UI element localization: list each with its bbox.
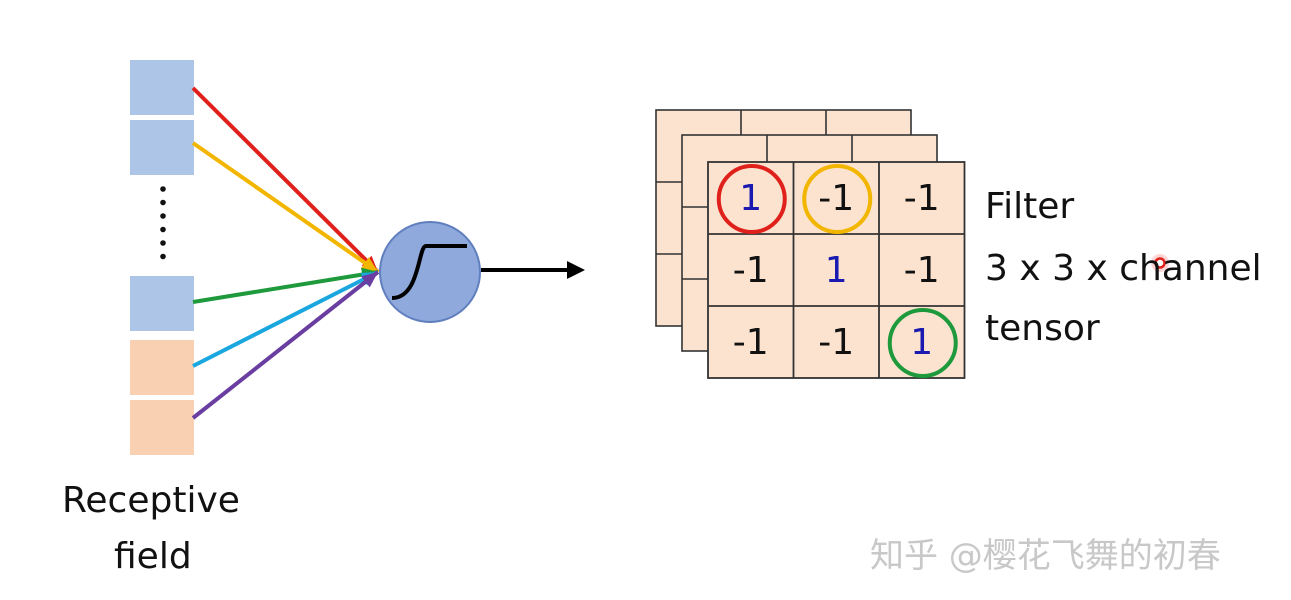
connection-line bbox=[191, 270, 380, 420]
front-layer bbox=[707, 161, 966, 379]
receptive-field bbox=[130, 60, 194, 455]
filter-label-line2: 3 x 3 x channel bbox=[985, 248, 1262, 289]
receptive-field-square bbox=[130, 340, 194, 395]
connection-line bbox=[192, 270, 379, 304]
receptive-field-square bbox=[130, 120, 194, 175]
ellipsis-dot bbox=[160, 213, 166, 219]
filter-cell-value: 1 bbox=[739, 178, 762, 219]
receptive-field-square bbox=[130, 400, 194, 455]
filter-cell-value: -1 bbox=[818, 178, 854, 219]
filter-label-line3: tensor bbox=[985, 308, 1100, 349]
filter-tensor: 1 -1 -1 -1 1 -1 -1 -1 1 bbox=[655, 109, 1169, 379]
receptive-field-label-line1: Receptive bbox=[62, 480, 240, 521]
filter-cell-value: -1 bbox=[818, 322, 854, 363]
connection-arrowhead bbox=[360, 257, 378, 272]
neuron-circle bbox=[379, 221, 481, 323]
receptive-field-label-line2: field bbox=[114, 536, 192, 577]
highlight-circle bbox=[802, 164, 873, 234]
connection-lines bbox=[191, 86, 380, 420]
output-arrowhead bbox=[567, 261, 585, 279]
filter-label-line1: Filter bbox=[985, 186, 1075, 227]
highlight-circle bbox=[716, 164, 787, 234]
filter-cell-value: 1 bbox=[825, 250, 848, 291]
connection-arrowhead bbox=[361, 272, 378, 288]
filter-cell-value: -1 bbox=[904, 178, 940, 219]
neuron bbox=[379, 221, 585, 323]
connection-line bbox=[191, 86, 380, 274]
ellipsis-dot bbox=[160, 226, 166, 233]
ellipsis-dot bbox=[160, 240, 166, 246]
sigmoid-icon bbox=[391, 244, 467, 300]
connection-line bbox=[191, 141, 380, 274]
watermark: 知乎 @樱花飞舞的初春 bbox=[870, 536, 1221, 576]
cursor-dot bbox=[1154, 257, 1166, 269]
receptive-field-square bbox=[130, 276, 194, 331]
ellipsis-dot bbox=[160, 199, 166, 206]
ellipsis-dot bbox=[160, 186, 166, 192]
filter-cell-value: 1 bbox=[910, 322, 933, 363]
filter-cell-value: -1 bbox=[733, 322, 769, 363]
receptive-field-square bbox=[130, 60, 194, 115]
ellipsis-dot bbox=[160, 253, 166, 260]
filter-cell-value: -1 bbox=[733, 250, 769, 291]
filter-cell-value: -1 bbox=[904, 250, 940, 291]
connection-line bbox=[192, 270, 379, 368]
highlight-circle bbox=[887, 308, 958, 378]
